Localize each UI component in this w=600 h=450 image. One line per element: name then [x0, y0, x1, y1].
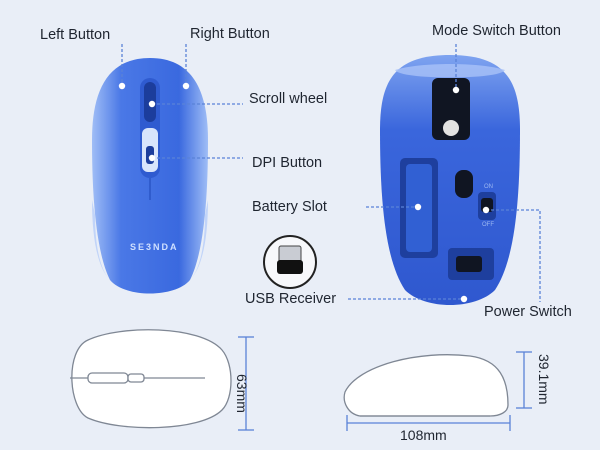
- optical-sensor: [455, 170, 473, 198]
- scroll-wheel-label: Scroll wheel: [249, 91, 328, 107]
- mouse-outline-side-view: [343, 354, 509, 417]
- left-button-label: Left Button: [40, 27, 111, 43]
- power-switch-label: Power Switch: [484, 304, 572, 320]
- dimension-lines: [238, 336, 532, 431]
- mouse-bottom-view: [380, 55, 520, 305]
- callout-lines: [121, 44, 541, 302]
- height-dimension: 39.1mm: [536, 354, 552, 405]
- callout-dots: [118, 82, 490, 303]
- mode-switch-button-label: Mode Switch Button: [432, 23, 561, 39]
- battery-slot-label: Battery Slot: [252, 199, 327, 215]
- dpi-button-label: DPI Button: [252, 155, 323, 171]
- mouse-outline-top-view: [70, 329, 232, 429]
- right-button-label: Right Button: [190, 26, 270, 42]
- width-dimension: 63mm: [234, 374, 250, 413]
- usb-receiver-graphic: [263, 235, 317, 289]
- mode-switch-housing: [432, 78, 470, 140]
- switch-off-label: OFF: [482, 222, 494, 228]
- mouse-top-view: [92, 58, 208, 294]
- brand-logo: SE3NDA: [130, 242, 179, 252]
- usb-receiver-label: USB Receiver: [245, 291, 337, 307]
- switch-on-label: ON: [484, 184, 493, 190]
- length-dimension: 108mm: [400, 427, 447, 443]
